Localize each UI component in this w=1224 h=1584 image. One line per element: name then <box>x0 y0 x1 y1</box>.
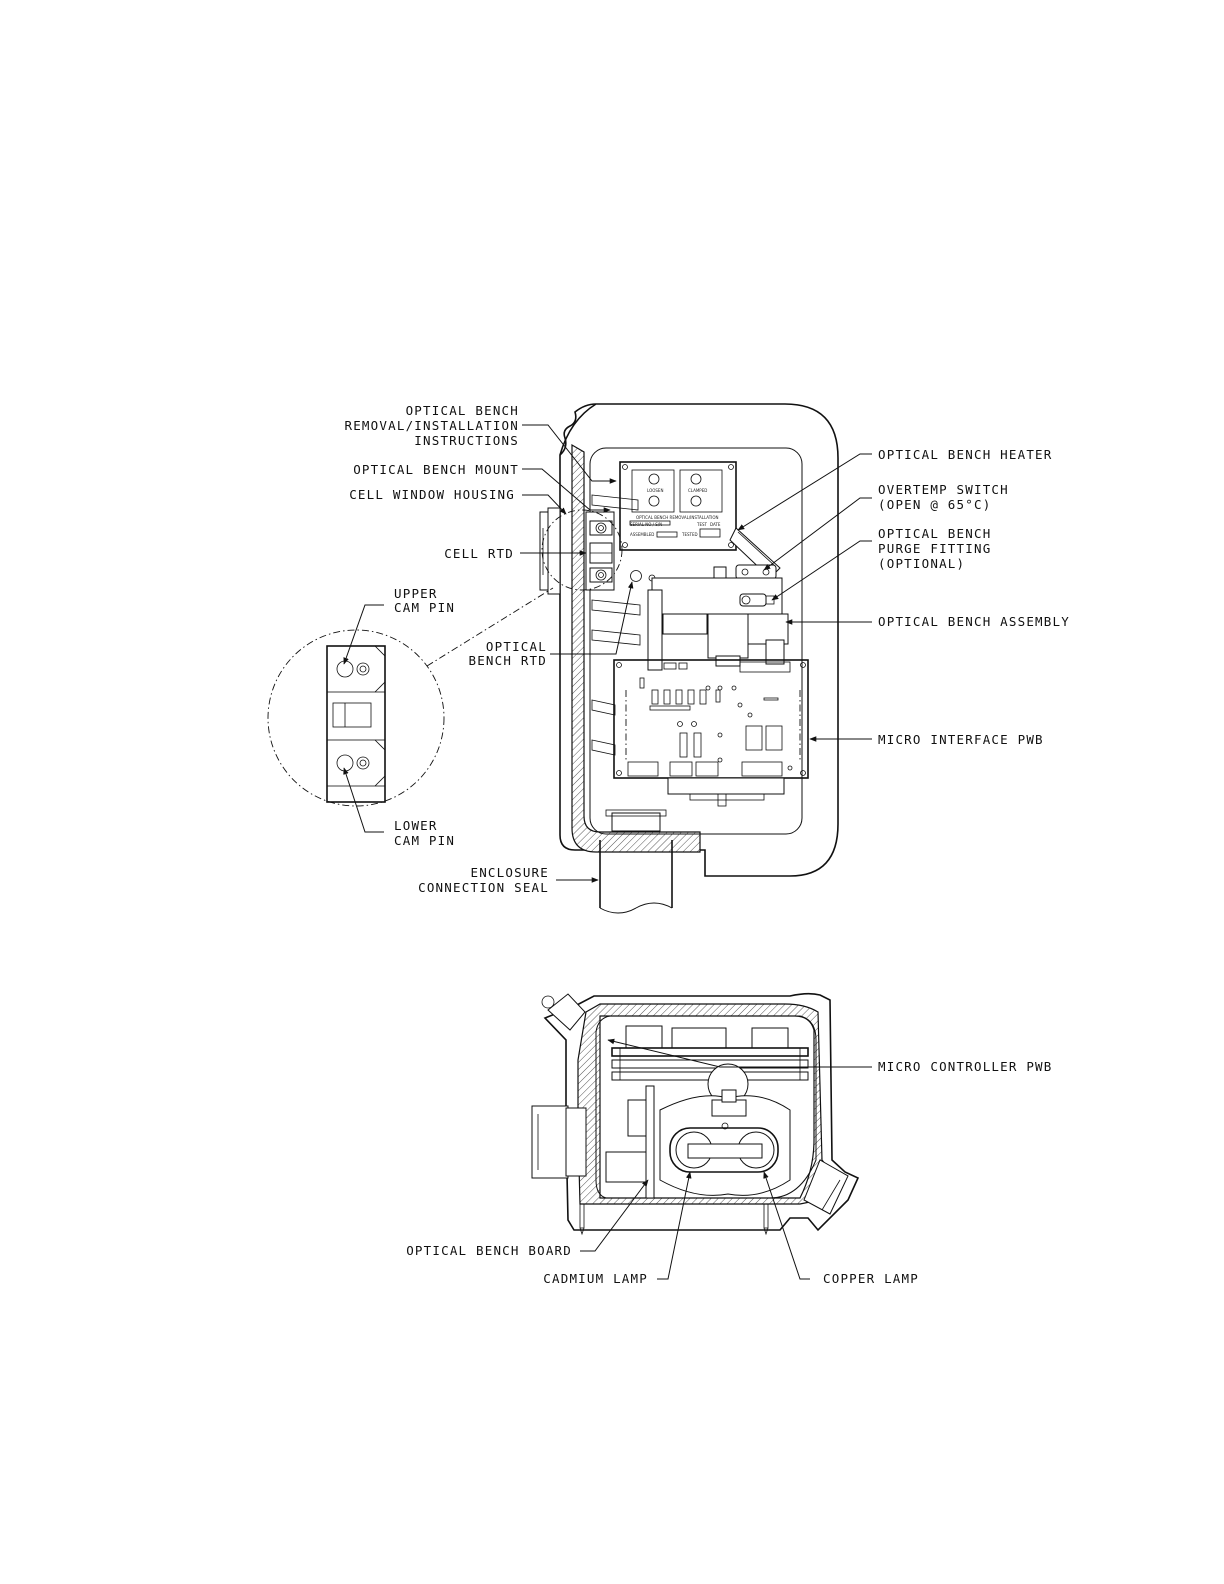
cover-break-line <box>559 403 597 456</box>
lamp-housing <box>659 1063 791 1196</box>
label-overtemp-switch-1: OVERTEMP SWITCH <box>878 482 1009 497</box>
label-optical-bench-board: OPTICAL BENCH BOARD <box>406 1243 572 1258</box>
label-cell-rtd: CELL RTD <box>444 546 514 561</box>
label-copper-lamp: COPPER LAMP <box>823 1271 919 1286</box>
label-optical-bench-assembly: OPTICAL BENCH ASSEMBLY <box>878 614 1070 629</box>
top-view <box>531 992 860 1236</box>
label-instructions-3: INSTRUCTIONS <box>414 433 519 448</box>
conduit-pipe <box>599 840 673 914</box>
top-optical-bench-board <box>645 1085 655 1199</box>
label-enclosure-seal-1: ENCLOSURE <box>470 865 549 880</box>
optical-bench-rtd <box>630 570 642 582</box>
callout-labels: OPTICAL BENCH REMOVAL/INSTALLATION INSTR… <box>344 403 1070 1286</box>
label-purge-fitting-3: (OPTIONAL) <box>878 556 965 571</box>
plate-assembled: ASSEMBLED <box>630 532 654 537</box>
label-micro-controller-pwb: MICRO CONTROLLER PWB <box>878 1059 1053 1074</box>
instruction-plate: LOOSEN CLAMPED OPTICAL BENCH REMOVAL/INS… <box>619 461 737 551</box>
label-instructions-1: OPTICAL BENCH <box>406 403 519 418</box>
plate-test: TEST <box>696 522 708 527</box>
label-instructions-2: REMOVAL/INSTALLATION <box>344 418 519 433</box>
label-upper-cam-pin-1: UPPER <box>394 586 438 601</box>
top-conduit-right <box>803 1159 849 1215</box>
plate-clamped: CLAMPED <box>688 488 707 493</box>
enclosure-cavity <box>589 447 803 835</box>
heat-sink-fins <box>591 494 641 756</box>
label-optical-bench-heater: OPTICAL BENCH HEATER <box>878 447 1053 462</box>
label-micro-interface-pwb: MICRO INTERFACE PWB <box>878 732 1044 747</box>
plate-serial: SERIAL NO / S/N <box>630 522 662 527</box>
enclosure-wall-section <box>571 443 701 853</box>
label-upper-cam-pin-2: CAM PIN <box>394 600 455 615</box>
optical-bench-assembly <box>647 566 789 671</box>
mount-screws <box>579 1203 769 1236</box>
micro-controller-pwb-stack <box>611 1025 809 1081</box>
label-cadmium-lamp: CADMIUM LAMP <box>543 1271 648 1286</box>
label-cell-window-housing: CELL WINDOW HOUSING <box>349 487 515 502</box>
label-optical-bench-rtd-2: BENCH RTD <box>468 653 547 668</box>
purge-fitting <box>739 593 767 607</box>
label-lower-cam-pin-2: CAM PIN <box>394 833 455 848</box>
label-overtemp-switch-2: (OPEN @ 65°C) <box>878 497 991 512</box>
cam-pin-detail <box>267 587 554 807</box>
overtemp-switch <box>735 564 777 580</box>
leader-lines <box>343 424 872 1280</box>
label-purge-fitting-1: OPTICAL BENCH <box>878 526 991 541</box>
plate-title: OPTICAL BENCH REMOVAL/INSTALLATION <box>636 515 719 520</box>
label-optical-bench-mount: OPTICAL BENCH MOUNT <box>353 462 519 477</box>
label-lower-cam-pin-1: LOWER <box>394 818 438 833</box>
connection-seal-fitting <box>611 812 661 832</box>
micro-interface-pwb <box>613 659 809 807</box>
label-optical-bench-rtd-1: OPTICAL <box>486 639 547 654</box>
front-view: LOOSEN CLAMPED OPTICAL BENCH REMOVAL/INS… <box>267 403 839 914</box>
top-conduit-left <box>531 993 587 1179</box>
plate-tested: TESTED <box>681 532 698 537</box>
cell-window-housing <box>539 507 615 595</box>
label-enclosure-seal-2: CONNECTION SEAL <box>418 880 549 895</box>
label-purge-fitting-2: PURGE FITTING <box>878 541 991 556</box>
plate-date: DATE <box>710 522 721 527</box>
plate-loosen: LOOSEN <box>647 488 663 493</box>
